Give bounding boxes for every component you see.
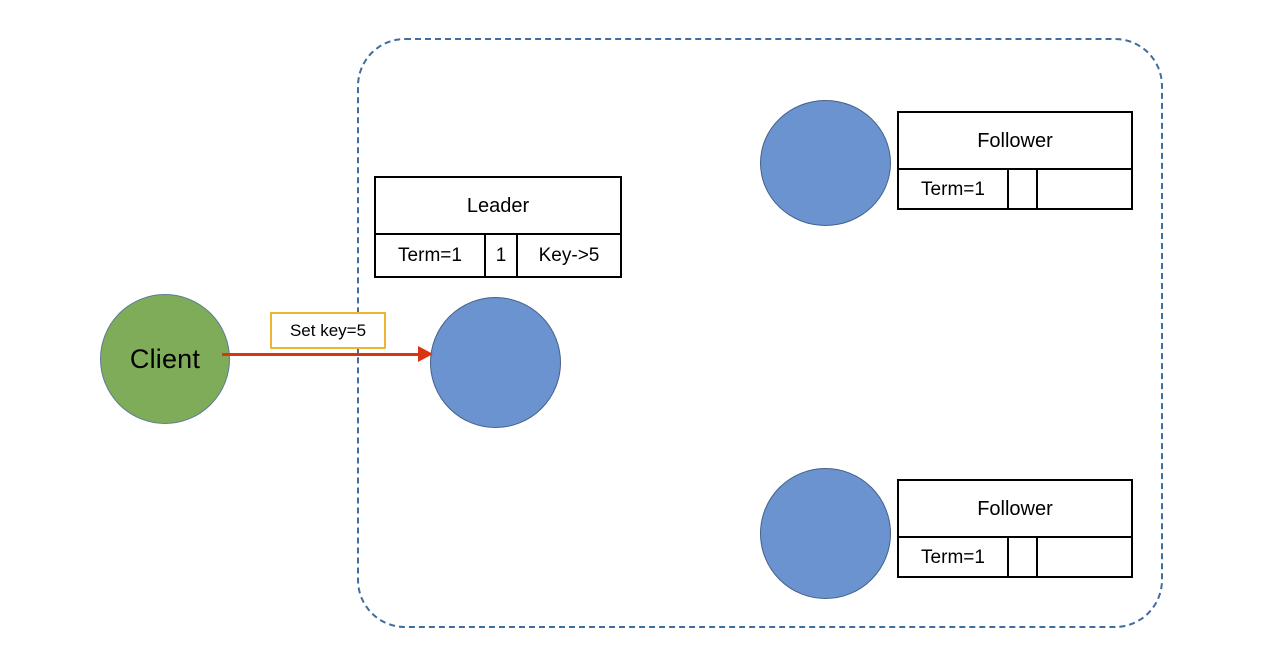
follower-1-log-entry-row: Term=1 bbox=[899, 170, 1131, 208]
request-label-box: Set key=5 bbox=[270, 312, 386, 349]
request-label: Set key=5 bbox=[289, 321, 367, 340]
follower-2-term-cell: Term=1 bbox=[899, 538, 1009, 576]
follower-1-term-cell: Term=1 bbox=[899, 170, 1009, 208]
client-label: Client bbox=[129, 343, 201, 374]
leader-node bbox=[430, 297, 561, 428]
client-to-leader-arrow-line bbox=[222, 353, 424, 356]
follower-1-index-cell bbox=[1009, 170, 1038, 208]
leader-term-cell: Term=1 bbox=[376, 235, 486, 276]
follower-1-log-title-row: Follower bbox=[899, 113, 1131, 170]
leader-log-entry-row: Term=1 1 Key->5 bbox=[376, 235, 620, 276]
follower-2-log-title-row: Follower bbox=[899, 481, 1131, 538]
follower-2-node bbox=[760, 468, 891, 599]
leader-log-title-row: Leader bbox=[376, 178, 620, 235]
follower-2-log-entry-row: Term=1 bbox=[899, 538, 1131, 576]
follower-1-role-label: Follower bbox=[977, 129, 1053, 152]
follower-2-log-table: Follower Term=1 bbox=[897, 479, 1133, 578]
leader-entry-cell: Key->5 bbox=[538, 245, 600, 266]
client-node: Client bbox=[100, 294, 230, 424]
follower-2-role-label: Follower bbox=[977, 497, 1053, 520]
leader-log-table: Leader Term=1 1 Key->5 bbox=[374, 176, 622, 278]
follower-2-entry-cell bbox=[1038, 538, 1131, 576]
follower-1-log-table: Follower Term=1 bbox=[897, 111, 1133, 210]
leader-role-label: Leader bbox=[466, 194, 530, 217]
follower-1-entry-cell bbox=[1038, 170, 1131, 208]
follower-1-node bbox=[760, 100, 891, 226]
leader-index-cell: 1 bbox=[486, 235, 518, 276]
follower-2-index-cell bbox=[1009, 538, 1038, 576]
client-to-leader-arrow-head bbox=[418, 346, 433, 362]
